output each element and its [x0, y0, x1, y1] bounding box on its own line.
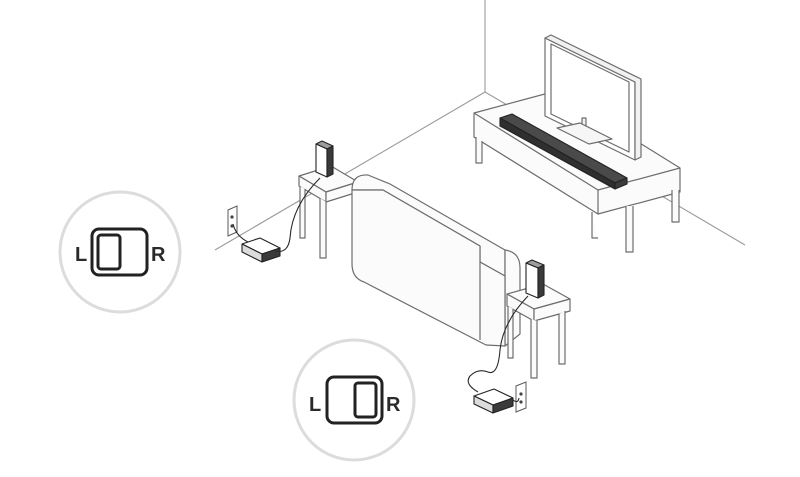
badge-left-label-l: L	[75, 244, 87, 266]
left-power-adapter	[241, 237, 281, 263]
right-surround-speaker	[525, 259, 545, 299]
right-power-setup	[467, 295, 529, 414]
sofa	[351, 174, 521, 347]
badge-right-label-l: L	[309, 394, 321, 416]
switch-knob-icon	[96, 233, 122, 271]
lr-switch-badge-right: L R	[292, 338, 416, 462]
tv	[544, 34, 642, 161]
left-power-setup	[227, 177, 321, 263]
right-wall-outlet	[515, 381, 527, 413]
lr-switch-badge-left: L R	[58, 190, 182, 314]
soundbar	[499, 113, 628, 190]
badge-right-label-r: R	[386, 394, 401, 416]
left-side-table	[298, 165, 359, 259]
badge-left-label-r: R	[151, 244, 166, 266]
switch-knob-icon	[353, 381, 378, 419]
left-surround-speaker	[315, 140, 334, 178]
right-power-adapter	[473, 388, 514, 414]
